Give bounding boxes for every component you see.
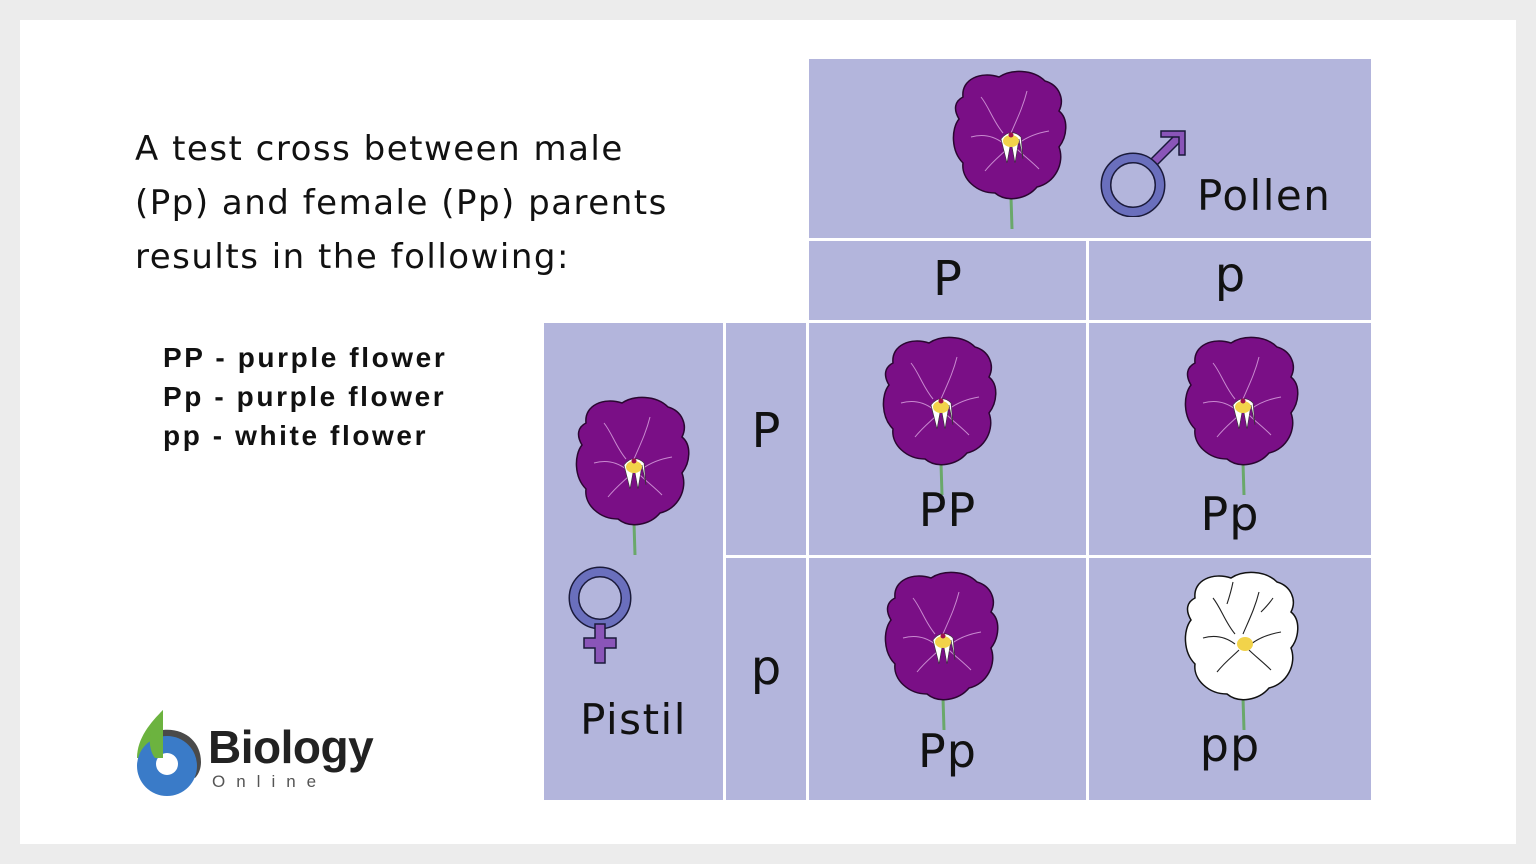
logo-mark-icon — [137, 710, 201, 796]
male-allele-p: p — [1089, 241, 1371, 320]
biology-online-logo — [133, 708, 433, 803]
legend-item: PP - purple flower — [163, 342, 448, 373]
intro-line-2: (Pp) and female (Pp) parents — [135, 183, 668, 223]
genotype-label: Pp — [918, 724, 977, 778]
allele-label: p — [750, 640, 782, 696]
male-symbol-icon — [1100, 130, 1186, 217]
genotype-label: Pp — [1200, 487, 1260, 541]
genotype-label: pp — [1199, 718, 1261, 772]
intro-line-3: results in the following: — [135, 237, 570, 277]
purple-flower-icon — [574, 395, 691, 557]
offspring-cell-Pp: Pp — [809, 558, 1086, 800]
legend-item: pp - white flower — [163, 420, 429, 451]
offspring-cell-PP: PP — [809, 323, 1086, 555]
pollen-label: Pollen — [1197, 171, 1332, 220]
legend-item: Pp - purple flower — [163, 381, 447, 412]
female-symbol-icon — [568, 566, 632, 664]
logo-wordmark: Biology — [208, 721, 374, 773]
purple-flower-icon — [1183, 335, 1300, 497]
male-parent-header: Pollen — [809, 59, 1371, 238]
intro-line-1: A test cross between male — [135, 129, 624, 169]
purple-flower-icon — [881, 335, 998, 497]
genotype-legend: PP - purple flower Pp - purple flower pp… — [163, 338, 447, 455]
female-allele-p: p — [726, 558, 806, 800]
allele-label: p — [1214, 247, 1246, 303]
purple-flower-icon — [951, 69, 1068, 231]
allele-label: P — [751, 403, 781, 459]
allele-label: P — [933, 251, 962, 307]
offspring-cell-pp: pp — [1089, 558, 1371, 800]
male-allele-P: P — [809, 241, 1086, 320]
female-parent-header: Pistil — [544, 323, 723, 800]
offspring-cell-Pp: Pp — [1089, 323, 1371, 555]
genotype-label: PP — [918, 483, 977, 537]
pistil-label: Pistil — [580, 695, 687, 744]
purple-flower-icon — [883, 570, 1000, 732]
logo-subtitle: Online — [212, 772, 328, 791]
intro-text: A test cross between male (Pp) and femal… — [135, 122, 755, 284]
white-flower-icon — [1183, 570, 1300, 732]
female-allele-P: P — [726, 323, 806, 555]
